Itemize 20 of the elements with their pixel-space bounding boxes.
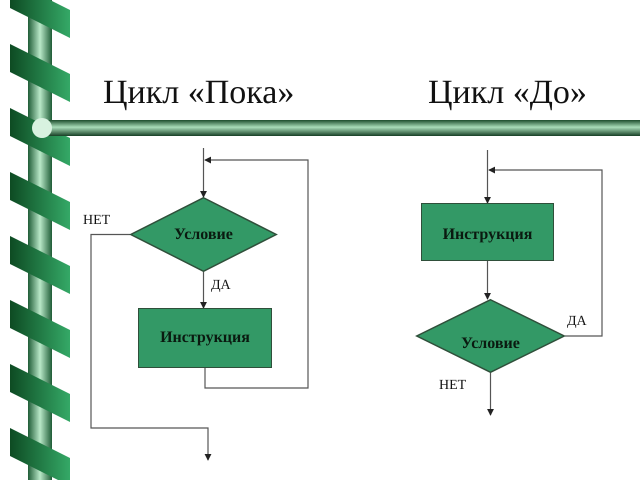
arrow: [488, 166, 603, 337]
arrow: [200, 148, 207, 198]
process-box: [421, 203, 554, 261]
node-label: Условие: [461, 334, 520, 353]
node-label: Условие: [174, 226, 233, 244]
decision-diamond: [416, 299, 565, 373]
arrow: [204, 156, 309, 389]
edge-label: ДА: [566, 315, 588, 329]
arrow: [90, 234, 212, 461]
node-label: Инструкция: [160, 329, 250, 347]
process-box: [138, 308, 272, 368]
decision-diamond: [130, 197, 277, 272]
edge-label: ДА: [210, 279, 232, 293]
arrow: [487, 373, 494, 416]
arrow: [484, 150, 491, 204]
node-label: Инструкция: [442, 225, 532, 244]
section-heading: Цикл «Пока»: [103, 74, 294, 112]
section-heading: Цикл «До»: [428, 74, 587, 112]
arrow: [200, 272, 207, 309]
arrow: [484, 261, 491, 300]
